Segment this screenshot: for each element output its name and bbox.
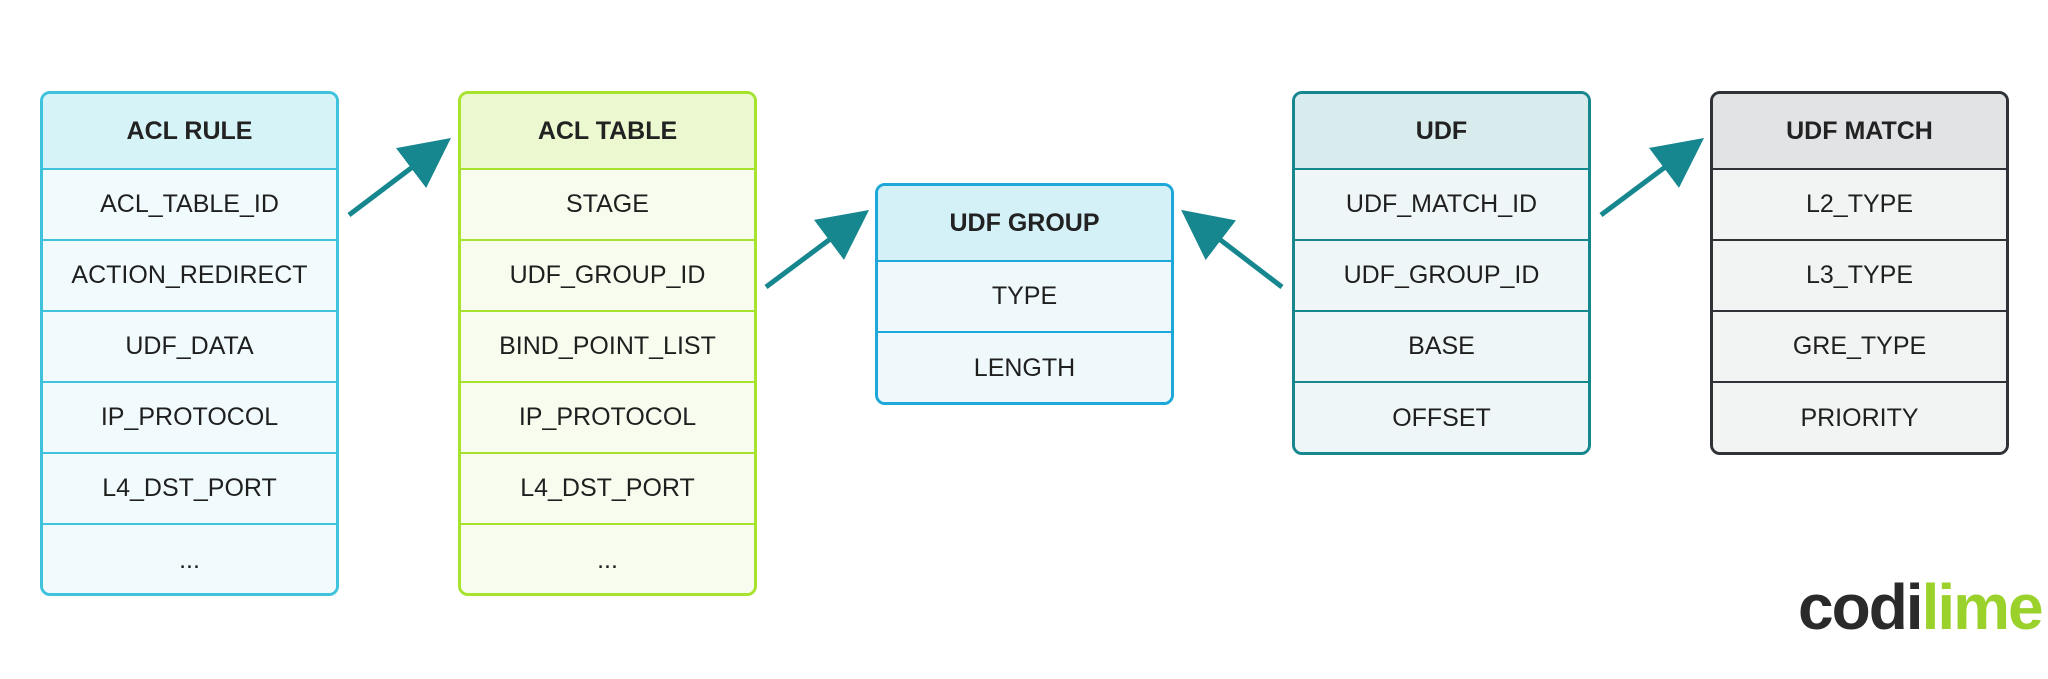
acl-table-title: ACL TABLE — [461, 94, 754, 170]
acl-rule-field: UDF_DATA — [43, 312, 336, 383]
udf-field: UDF_MATCH_ID — [1295, 170, 1588, 241]
acl-table-field-more: ... — [461, 525, 754, 593]
acl-rule-field: L4_DST_PORT — [43, 454, 336, 525]
acl-table-field: STAGE — [461, 170, 754, 241]
udf-title: UDF — [1295, 94, 1588, 170]
logo-text-dark: codi — [1798, 571, 1924, 643]
udf-group-title: UDF GROUP — [878, 186, 1171, 262]
acl-table-field: IP_PROTOCOL — [461, 383, 754, 454]
udf-field: BASE — [1295, 312, 1588, 383]
acl-rule-field: ACL_TABLE_ID — [43, 170, 336, 241]
acl-table-field: UDF_GROUP_ID — [461, 241, 754, 312]
udf-group-table: UDF GROUP TYPE LENGTH — [875, 183, 1174, 405]
acl-rule-field: IP_PROTOCOL — [43, 383, 336, 454]
acl-table-field: L4_DST_PORT — [461, 454, 754, 525]
acl-rule-field-more: ... — [43, 525, 336, 593]
arrow-udf-to-udf-match — [1599, 138, 1705, 218]
udf-table: UDF UDF_MATCH_ID UDF_GROUP_ID BASE OFFSE… — [1292, 91, 1591, 455]
udf-match-table: UDF MATCH L2_TYPE L3_TYPE GRE_TYPE PRIOR… — [1710, 91, 2009, 455]
codilime-logo: codilime — [1798, 575, 2044, 639]
udf-group-field: LENGTH — [878, 333, 1171, 402]
acl-table-field: BIND_POINT_LIST — [461, 312, 754, 383]
udf-field: OFFSET — [1295, 383, 1588, 452]
udf-match-field: PRIORITY — [1713, 383, 2006, 452]
udf-group-field: TYPE — [878, 262, 1171, 333]
arrow-acl-rule-to-acl-table — [347, 137, 451, 217]
arrow-acl-table-to-udf-group — [764, 210, 870, 290]
udf-match-field: L2_TYPE — [1713, 170, 2006, 241]
acl-rule-field: ACTION_REDIRECT — [43, 241, 336, 312]
logo-text-green: lime — [1921, 571, 2044, 643]
udf-match-field: L3_TYPE — [1713, 241, 2006, 312]
arrow-udf-to-udf-group — [1181, 209, 1284, 289]
udf-match-title: UDF MATCH — [1713, 94, 2006, 170]
acl-rule-title: ACL RULE — [43, 94, 336, 170]
acl-table-table: ACL TABLE STAGE UDF_GROUP_ID BIND_POINT_… — [458, 91, 757, 596]
acl-rule-table: ACL RULE ACL_TABLE_ID ACTION_REDIRECT UD… — [40, 91, 339, 596]
udf-field: UDF_GROUP_ID — [1295, 241, 1588, 312]
udf-match-field: GRE_TYPE — [1713, 312, 2006, 383]
